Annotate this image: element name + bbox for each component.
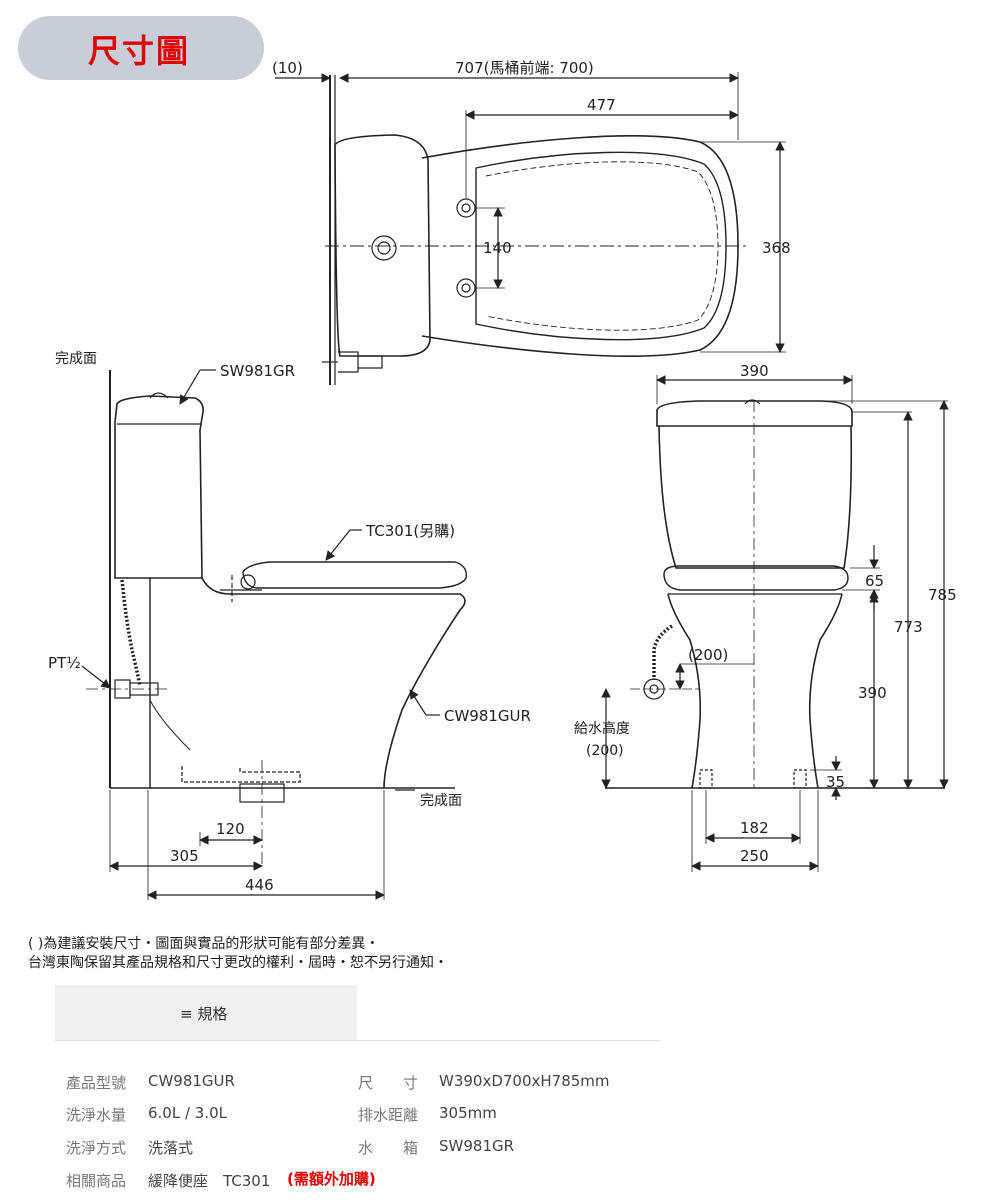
- front-view: [601, 375, 949, 872]
- dim-305: 305: [170, 847, 199, 865]
- finish-surface-bottom-label: 完成面: [420, 793, 462, 809]
- side-view: [81, 369, 467, 900]
- dim-368: 368: [762, 239, 791, 257]
- dim-477: 477: [587, 96, 616, 114]
- spec-tank-value: SW981GR: [439, 1137, 515, 1155]
- seat-model-label: TC301(另購): [365, 522, 455, 540]
- dim-120: 120: [216, 820, 245, 838]
- dim-773: 773: [894, 618, 923, 636]
- dim-65: 65: [865, 572, 884, 590]
- spec-related-label: 相關商品: [66, 1172, 127, 1190]
- spec-size-value: W390xD700xH785mm: [439, 1072, 610, 1090]
- bowl-model-label: CW981GUR: [444, 707, 531, 725]
- supply-height-label: 給水高度: [574, 720, 630, 737]
- section-title-badge: 尺寸圖: [18, 16, 264, 80]
- dim-182: 182: [740, 819, 769, 837]
- spec-drain-value: 305mm: [439, 1104, 497, 1122]
- spec-related-value: 緩降便座 TC301: [148, 1172, 271, 1190]
- spec-drain-label: 排水距離: [358, 1106, 419, 1124]
- spec-model-value: CW981GUR: [148, 1072, 235, 1090]
- dimension-drawing: (10) 707(馬桶前端: 700) 477 140 368 完成面 SW98…: [48, 59, 957, 900]
- spec-size-label: 尺 寸: [358, 1074, 419, 1092]
- spec-related-extra: (需額外加購): [287, 1170, 376, 1188]
- spec-water-label: 洗淨水量: [66, 1106, 127, 1124]
- dim-width-390: 390: [740, 362, 769, 380]
- supply-height-value: (200): [586, 743, 624, 759]
- section-title: 尺寸圖: [88, 32, 191, 70]
- spec-tank-label: 水 箱: [358, 1139, 419, 1157]
- spec-water-value: 6.0L / 3.0L: [148, 1104, 228, 1122]
- dim-wall-gap: (10): [272, 59, 303, 77]
- spec-method-label: 洗淨方式: [66, 1139, 127, 1157]
- dim-785: 785: [928, 586, 957, 604]
- spec-model-label: 產品型號: [66, 1074, 127, 1092]
- dim-390-bowl-height: 390: [858, 684, 887, 702]
- spec-tab[interactable]: ≡ 規格: [55, 985, 357, 1041]
- dim-446: 446: [245, 876, 274, 894]
- dim-250: 250: [740, 847, 769, 865]
- spec-tab-label: ≡ 規格: [180, 1005, 228, 1023]
- note-line-2: 台灣東陶保留其產品規格和尺寸更改的權利・屆時・恕不另行通知・: [28, 955, 448, 971]
- dim-140: 140: [483, 239, 512, 257]
- dim-200-supply-offset: (200): [688, 646, 728, 664]
- dim-35: 35: [826, 773, 845, 791]
- note-line-1: ( )為建議安裝尺寸・圖面與實品的形狀可能有部分差異・: [28, 936, 380, 952]
- pipe-thread-label: PT½: [48, 654, 81, 672]
- tank-model-label: SW981GR: [220, 362, 295, 380]
- dim-total-depth: 707(馬桶前端: 700): [455, 59, 594, 77]
- spec-method-value: 洗落式: [148, 1139, 194, 1157]
- finish-surface-top-label: 完成面: [55, 351, 97, 367]
- top-view: [275, 72, 786, 385]
- spec-divider: [55, 1040, 660, 1041]
